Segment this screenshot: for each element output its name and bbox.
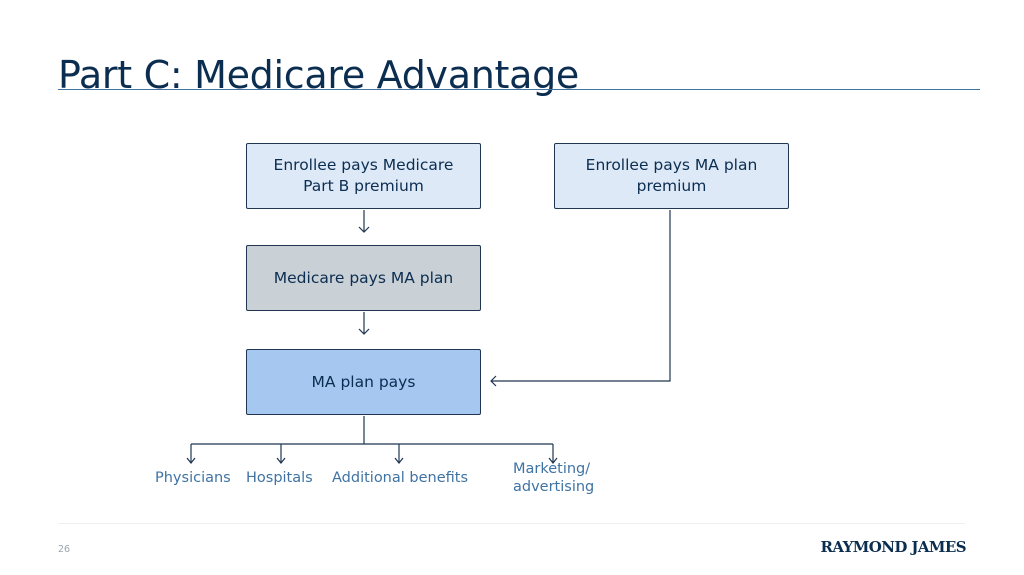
box-enrollee-ma-plan-premium: Enrollee pays MA plan premium: [554, 143, 789, 209]
arrowhead-marketing: [548, 457, 558, 464]
title-underline: [58, 89, 980, 90]
recipient-marketing-advertising: Marketing/ advertising: [513, 461, 595, 495]
box-ma-plan-pays: MA plan pays: [246, 349, 481, 415]
recipient-physicians: Physicians: [155, 470, 231, 486]
arrowhead-maplan: [358, 328, 370, 335]
box-label: Enrollee pays MA plan premium: [585, 156, 758, 195]
box-medicare-pays-ma-plan: Medicare pays MA plan: [246, 245, 481, 311]
raymond-james-logo: RAYMOND JAMES: [820, 538, 967, 556]
arrowhead-hospitals: [276, 457, 286, 464]
arrowhead-physicians: [186, 457, 196, 464]
recipient-hospitals: Hospitals: [246, 470, 313, 486]
arrowhead-additional: [394, 457, 404, 464]
box-label: Enrollee pays Medicare Part B premium: [273, 156, 454, 195]
page-number: 26: [58, 544, 71, 555]
box-enrollee-part-b-premium: Enrollee pays Medicare Part B premium: [246, 143, 481, 209]
arrowhead-medicare: [358, 226, 370, 233]
connector-premium-to-maplan: [491, 210, 671, 382]
arrowhead-premium: [490, 375, 497, 387]
box-label: Medicare pays MA plan: [273, 268, 454, 287]
box-label: MA plan pays: [311, 372, 416, 391]
recipient-additional-benefits: Additional benefits: [332, 470, 469, 486]
footer-divider: [58, 523, 965, 524]
